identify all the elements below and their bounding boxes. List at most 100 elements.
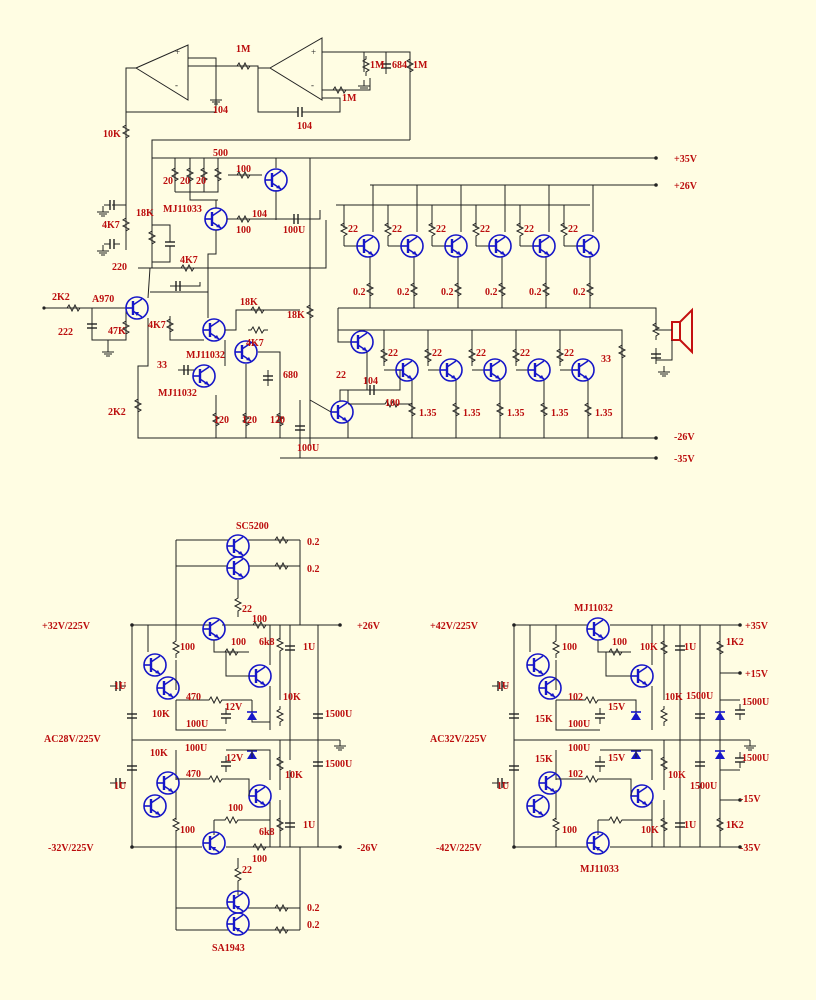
ps1-vin-pos-label: +32V/225V [42, 621, 91, 632]
r22-u2-label: 22 [392, 224, 402, 235]
svg-text:+: + [175, 47, 180, 57]
ps1-r02-a-label: 0.2 [307, 537, 320, 548]
ps1-c1u-b-label: 1U [114, 681, 126, 692]
ps1-r6k8-a-label: 6k8 [259, 637, 275, 648]
ps2-r100-c-label: 100 [562, 825, 577, 836]
r22-l4-label: 22 [520, 348, 530, 359]
r02-u6-label: 0.2 [573, 287, 586, 298]
r02-u1-label: 0.2 [353, 287, 366, 298]
ps1-r02-b-label: 0.2 [307, 564, 320, 575]
q-a970-label: A970 [92, 294, 114, 305]
ps2-r100-a-label: 100 [562, 642, 577, 653]
svg-text:+: + [311, 47, 316, 57]
r4K7-d-label: 4K7 [246, 338, 264, 349]
r22-u4-label: 22 [480, 224, 490, 235]
ps2-r100-b-label: 100 [612, 637, 627, 648]
ps2-c100u-a-label: 100U [568, 719, 590, 730]
ps1-r100-a-label: 100 [252, 614, 267, 625]
ps1-vout-pos-label: +26V [357, 621, 381, 632]
ps1-q-bot-label: SA1943 [212, 943, 245, 954]
r680-label: 680 [283, 370, 298, 381]
ps2-c1500u-a-label: 1500U [686, 691, 713, 702]
c104-b-label: 104 [297, 121, 312, 132]
ps2-vin-neg-label: -42V/225V [436, 843, 482, 854]
r120-a-label: 120 [214, 415, 229, 426]
ps1-r100-c-label: 100 [231, 637, 246, 648]
ps2-r102-a-label: 102 [568, 692, 583, 703]
c104-c-label: 104 [252, 209, 267, 220]
ps2-c1u-d-label: 1U [684, 820, 696, 831]
power-supply-2: MJ11032 +42V/225V +35V 100 100 10K 1U 1K… [430, 603, 769, 875]
ps2-r1k2-b-label: 1K2 [726, 820, 744, 831]
ps2-c1500u-b-label: 1500U [742, 697, 769, 708]
r2K2-in-label: 2K2 [52, 292, 70, 303]
r1M-c-label: 1M [413, 60, 428, 71]
r135-3-label: 1.35 [507, 408, 525, 419]
ps1-pot10k-b-label: 10K [285, 770, 303, 781]
r22-u3-label: 22 [436, 224, 446, 235]
op-amp-1: +- [134, 44, 189, 101]
v35n-label: -35V [674, 454, 695, 465]
svg-text:-: - [311, 80, 314, 90]
speaker-icon [671, 307, 693, 355]
r2K2-bot-label: 2K2 [108, 407, 126, 418]
ps1-r100-f-label: 100 [252, 854, 267, 865]
ps1-ac-in-label: AC28V/225V [44, 734, 101, 745]
r135-5-label: 1.35 [595, 408, 613, 419]
ps2-pot10k-a-label: 10K [665, 692, 683, 703]
ps2-vin-pos-label: +42V/225V [430, 621, 479, 632]
ps1-pot10k-a-label: 10K [283, 692, 301, 703]
r22-drv-label: 22 [336, 370, 346, 381]
ps2-v15p-label: +15V [745, 669, 769, 680]
ps1-r6k8-b-label: 6k8 [259, 827, 275, 838]
r120-b-label: 120 [242, 415, 257, 426]
ps2-c1u-b-label: 1U [497, 681, 509, 692]
ps1-vin-neg-label: -32V/225V [48, 843, 94, 854]
c100u-a-label: 100U [283, 225, 305, 236]
ps1-vout-neg-label: -26V [357, 843, 378, 854]
r100-a-label: 100 [236, 164, 251, 175]
op-amp-2: +- [269, 37, 323, 101]
ps1-r100-e-label: 100 [180, 825, 195, 836]
ps1-r100-d-label: 100 [228, 803, 243, 814]
r220-label: 220 [112, 262, 127, 273]
r22-l2-label: 22 [432, 348, 442, 359]
ps1-r470-a-label: 470 [186, 692, 201, 703]
r18K-a-label: 18K [136, 208, 154, 219]
ps1-c1u-d-label: 1U [303, 820, 315, 831]
ps2-c1u-a-label: 1U [684, 642, 696, 653]
q-mj11032-a-label: MJ11032 [186, 350, 225, 361]
r22-u5-label: 22 [524, 224, 534, 235]
ps2-r15k-b-label: 15K [535, 754, 553, 765]
ps2-r102-b-label: 102 [568, 769, 583, 780]
ps1-r10k-a-label: 10K [152, 709, 170, 720]
v26p-label: +26V [674, 181, 698, 192]
ps1-r22-b-label: 22 [242, 865, 252, 876]
pot500-label: 500 [213, 148, 228, 159]
ps2-vout-pos-label: +35V [745, 621, 769, 632]
c684-label: 684 [392, 60, 407, 71]
r47K-label: 47K [108, 326, 126, 337]
ps1-c1500u-a-label: 1500U [325, 709, 352, 720]
ps2-c1500u-c-label: 1500U [690, 781, 717, 792]
r135-1-label: 1.35 [419, 408, 437, 419]
ps2-ac-in-label: AC32V/225V [430, 734, 487, 745]
ps1-c1u-c-label: 1U [114, 781, 126, 792]
power-supply-1: SC5200 0.2 0.2 22 +32V/225V +26V 100 100… [42, 521, 381, 954]
ps2-c100u-b-label: 100U [568, 743, 590, 754]
ps2-c1u-c-label: 1U [497, 781, 509, 792]
ps2-r1k2-a-label: 1K2 [726, 637, 744, 648]
ps1-r100-b-label: 100 [180, 642, 195, 653]
r22-u6-label: 22 [568, 224, 578, 235]
amplifier-circuit: +- +- 1M 1M 684 1M 1M 104 104 10K [42, 37, 698, 465]
r1M-a-label: 1M [236, 44, 251, 55]
r100-b-label: 100 [236, 225, 251, 236]
r33-a-label: 33 [157, 360, 167, 371]
c100u-b-label: 100U [297, 443, 319, 454]
r20-b-label: 20 [180, 176, 190, 187]
ps1-c1u-a-label: 1U [303, 642, 315, 653]
ps2-vout-neg-label: -35V [740, 843, 761, 854]
r4K7-a-label: 4K7 [102, 220, 120, 231]
ps1-r22-a-label: 22 [242, 604, 252, 615]
